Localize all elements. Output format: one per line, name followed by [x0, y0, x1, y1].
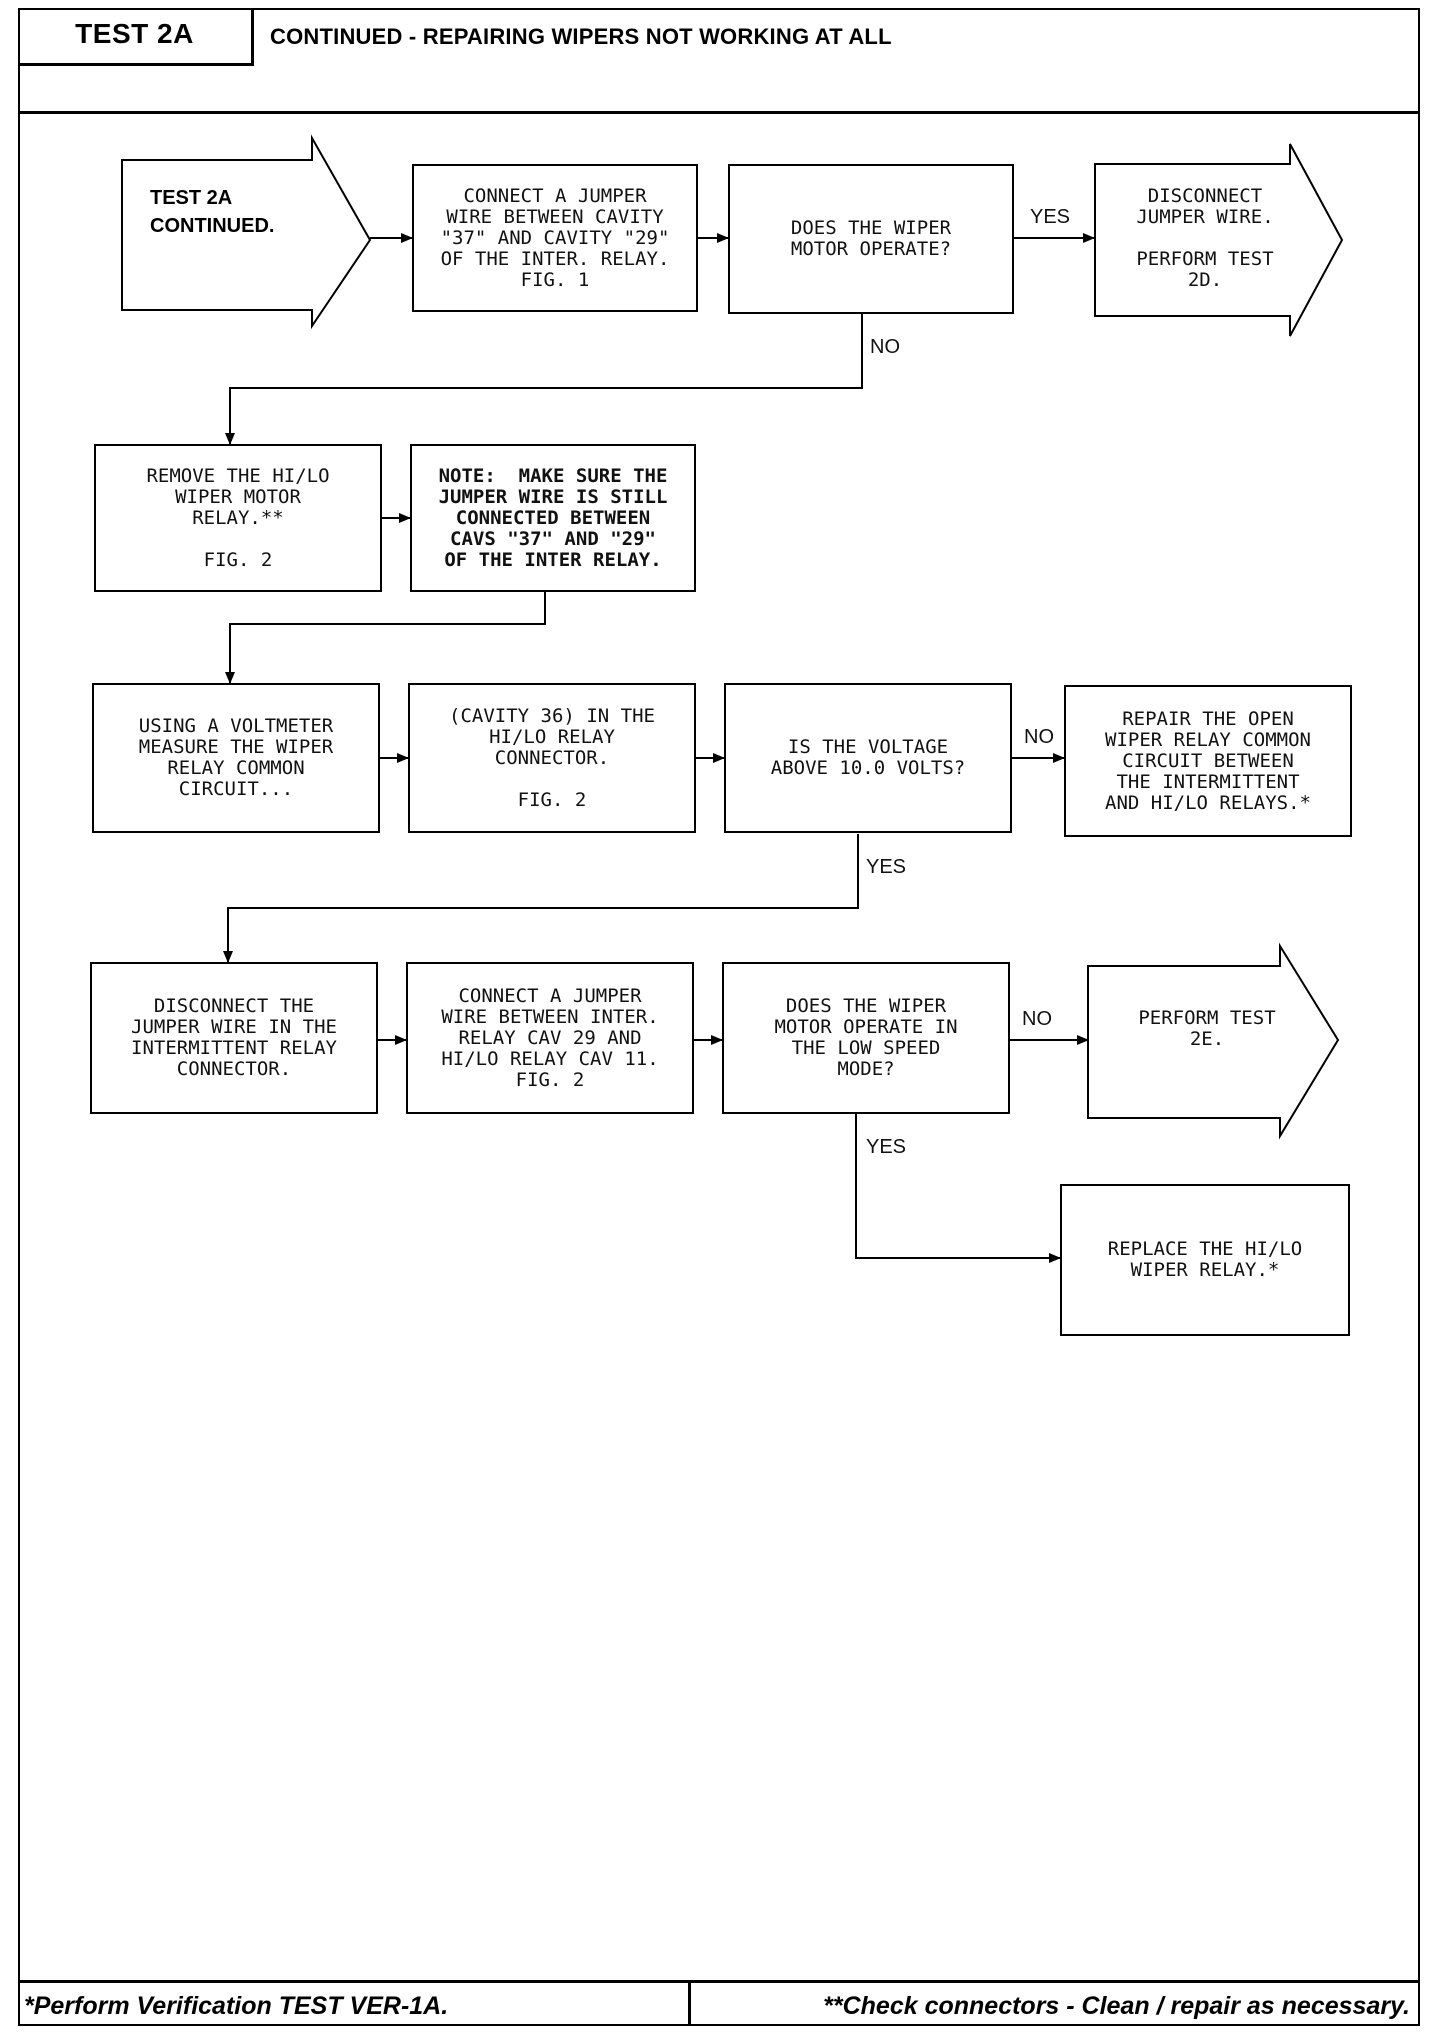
footer-note-left: *Perform Verification TEST VER-1A. — [24, 1992, 449, 2020]
step-cavity-36: (CAVITY 36) IN THE HI/LO RELAY CONNECTOR… — [408, 683, 696, 833]
result-repair-open-circuit: REPAIR THE OPEN WIPER RELAY COMMON CIRCU… — [1064, 685, 1352, 837]
result-arrow-shape-2 — [1087, 942, 1340, 1140]
no-label-3: NO — [1022, 1008, 1052, 1030]
footer-divider — [18, 1980, 1420, 1983]
yes-label-1: YES — [1030, 206, 1071, 228]
result-replace-relay: REPLACE THE HI/LO WIPER RELAY.* — [1060, 1184, 1350, 1336]
footer-separator — [688, 1980, 691, 2026]
note-jumper-connected: NOTE: MAKE SURE THE JUMPER WIRE IS STILL… — [410, 444, 696, 592]
result-perform-test-2d: DISCONNECT JUMPER WIRE. PERFORM TEST 2D. — [1136, 185, 1274, 291]
step-connect-jumper-cav-29: CONNECT A JUMPER WIRE BETWEEN INTER. REL… — [406, 962, 694, 1114]
start-label: TEST 2A CONTINUED. — [150, 187, 275, 237]
step-disconnect-jumper: DISCONNECT THE JUMPER WIRE IN THE INTERM… — [90, 962, 378, 1114]
decision-voltage-above-10: IS THE VOLTAGE ABOVE 10.0 VOLTS? — [724, 683, 1012, 833]
result-arrow-shape-1 — [1094, 143, 1344, 337]
result-perform-test-2e: PERFORM TEST 2E. — [1138, 1007, 1276, 1050]
decision-low-speed: DOES THE WIPER MOTOR OPERATE IN THE LOW … — [722, 962, 1010, 1114]
no-label-2: NO — [1024, 726, 1054, 748]
step-remove-relay: REMOVE THE HI/LO WIPER MOTOR RELAY.** FI… — [94, 444, 382, 592]
header-bar: TEST 2A CONTINUED - REPAIRING WIPERS NOT… — [18, 8, 1420, 114]
yes-label-2: YES — [866, 856, 907, 878]
page-frame — [18, 8, 1420, 2026]
step-connect-jumper: CONNECT A JUMPER WIRE BETWEEN CAVITY "37… — [412, 164, 698, 312]
test-label: TEST 2A — [18, 8, 254, 66]
footer-note-right: **Check connectors - Clean / repair as n… — [823, 1992, 1410, 2020]
no-label-1: NO — [870, 336, 900, 358]
decision-motor-operate: DOES THE WIPER MOTOR OPERATE? — [728, 164, 1014, 314]
yes-label-3: YES — [866, 1136, 907, 1158]
step-voltmeter-measure: USING A VOLTMETER MEASURE THE WIPER RELA… — [92, 683, 380, 833]
page-title: CONTINUED - REPAIRING WIPERS NOT WORKING… — [270, 24, 892, 49]
start-arrow-shape — [121, 134, 372, 330]
